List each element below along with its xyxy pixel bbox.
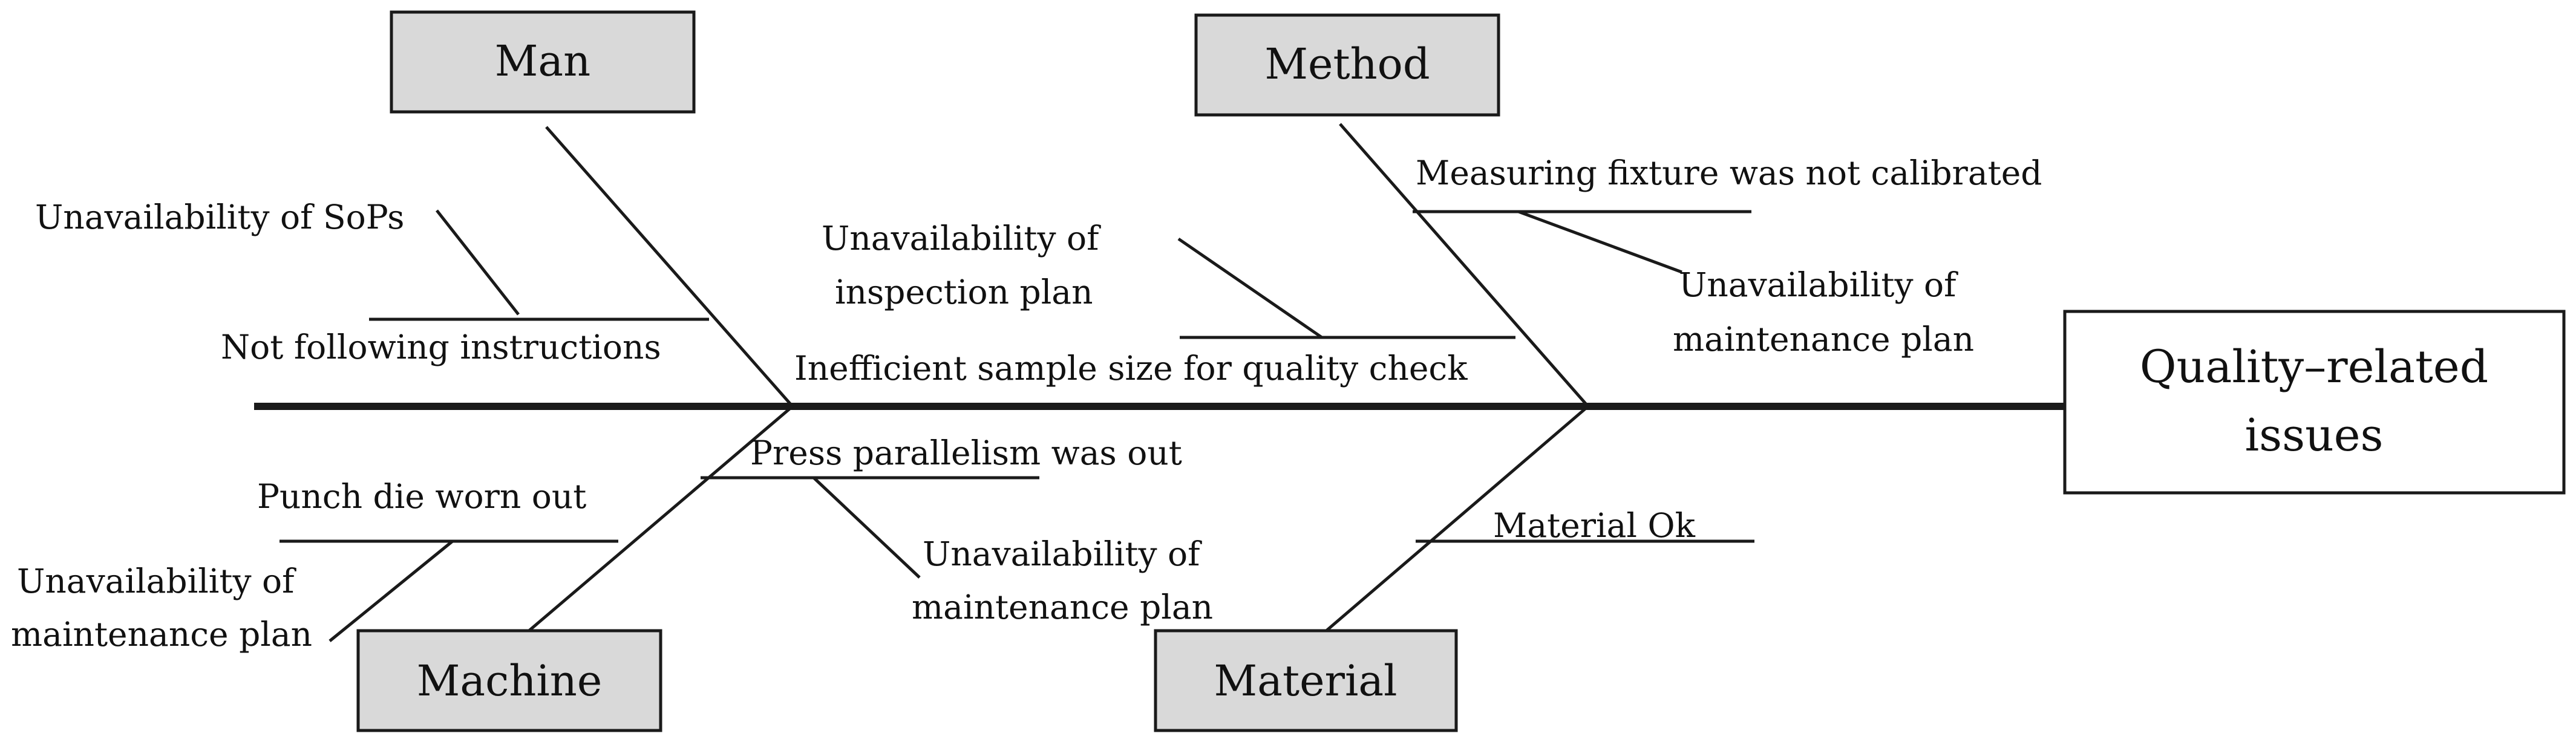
category-material-box [1154,629,1458,732]
cause-material-ok: Material Ok [1493,506,1696,545]
cause-inspection-plan-line2: inspection plan [835,273,1093,311]
method-inspection-connector [1177,237,1323,339]
effect-box [2063,310,2566,495]
man-bone [545,126,794,408]
cause-measuring-fixture: Measuring fixture was not calibrated [1416,154,2042,192]
category-material-label: Material [1214,656,1398,706]
cause-not-following-instructions: Not following instructions [221,328,661,366]
cause-inefficient-sample-size: Inefficient sample size for quality chec… [794,349,1468,388]
machine-press-maintenance-connector [812,477,921,579]
category-method: Method [1194,13,1500,117]
cause-unavailability-of-sops: Unavailability of SoPs [35,198,405,236]
cause-method-maintenance-line1: Unavailability of [1679,265,1958,304]
machine-bone [526,405,794,633]
category-man: Man [390,10,696,114]
cause-press-maintenance-line2: maintenance plan [912,588,1213,626]
material-bone [1324,405,1589,633]
cause-machine-maintenance-line2: maintenance plan [11,615,312,654]
category-machine-box [356,629,662,732]
cause-inspection-plan-line1: Unavailability of [822,219,1101,258]
cause-press-parallelism: Press parallelism was out [750,434,1182,472]
category-material: Material [1154,629,1458,732]
cause-punch-die-worn-out: Punch die worn out [257,477,586,516]
effect-label-line2: issues [2244,409,2383,461]
effect: Quality–related issues [2063,310,2566,495]
effect-label-line1: Quality–related [2140,341,2488,393]
method-maintenance-connector [1518,210,1682,274]
category-machine-label: Machine [417,656,603,706]
category-man-box [390,10,696,114]
category-machine: Machine [356,629,662,732]
man-sops-connector [436,209,520,316]
machine-maintenance-connector [329,540,454,642]
category-method-box [1194,13,1500,117]
cause-machine-maintenance-line1: Unavailability of [17,562,296,600]
cause-method-maintenance-line2: maintenance plan [1673,320,1974,359]
category-man-label: Man [495,36,591,86]
method-bone [1339,123,1589,408]
cause-press-maintenance-line1: Unavailability of [923,535,1202,573]
category-method-label: Method [1264,39,1430,89]
